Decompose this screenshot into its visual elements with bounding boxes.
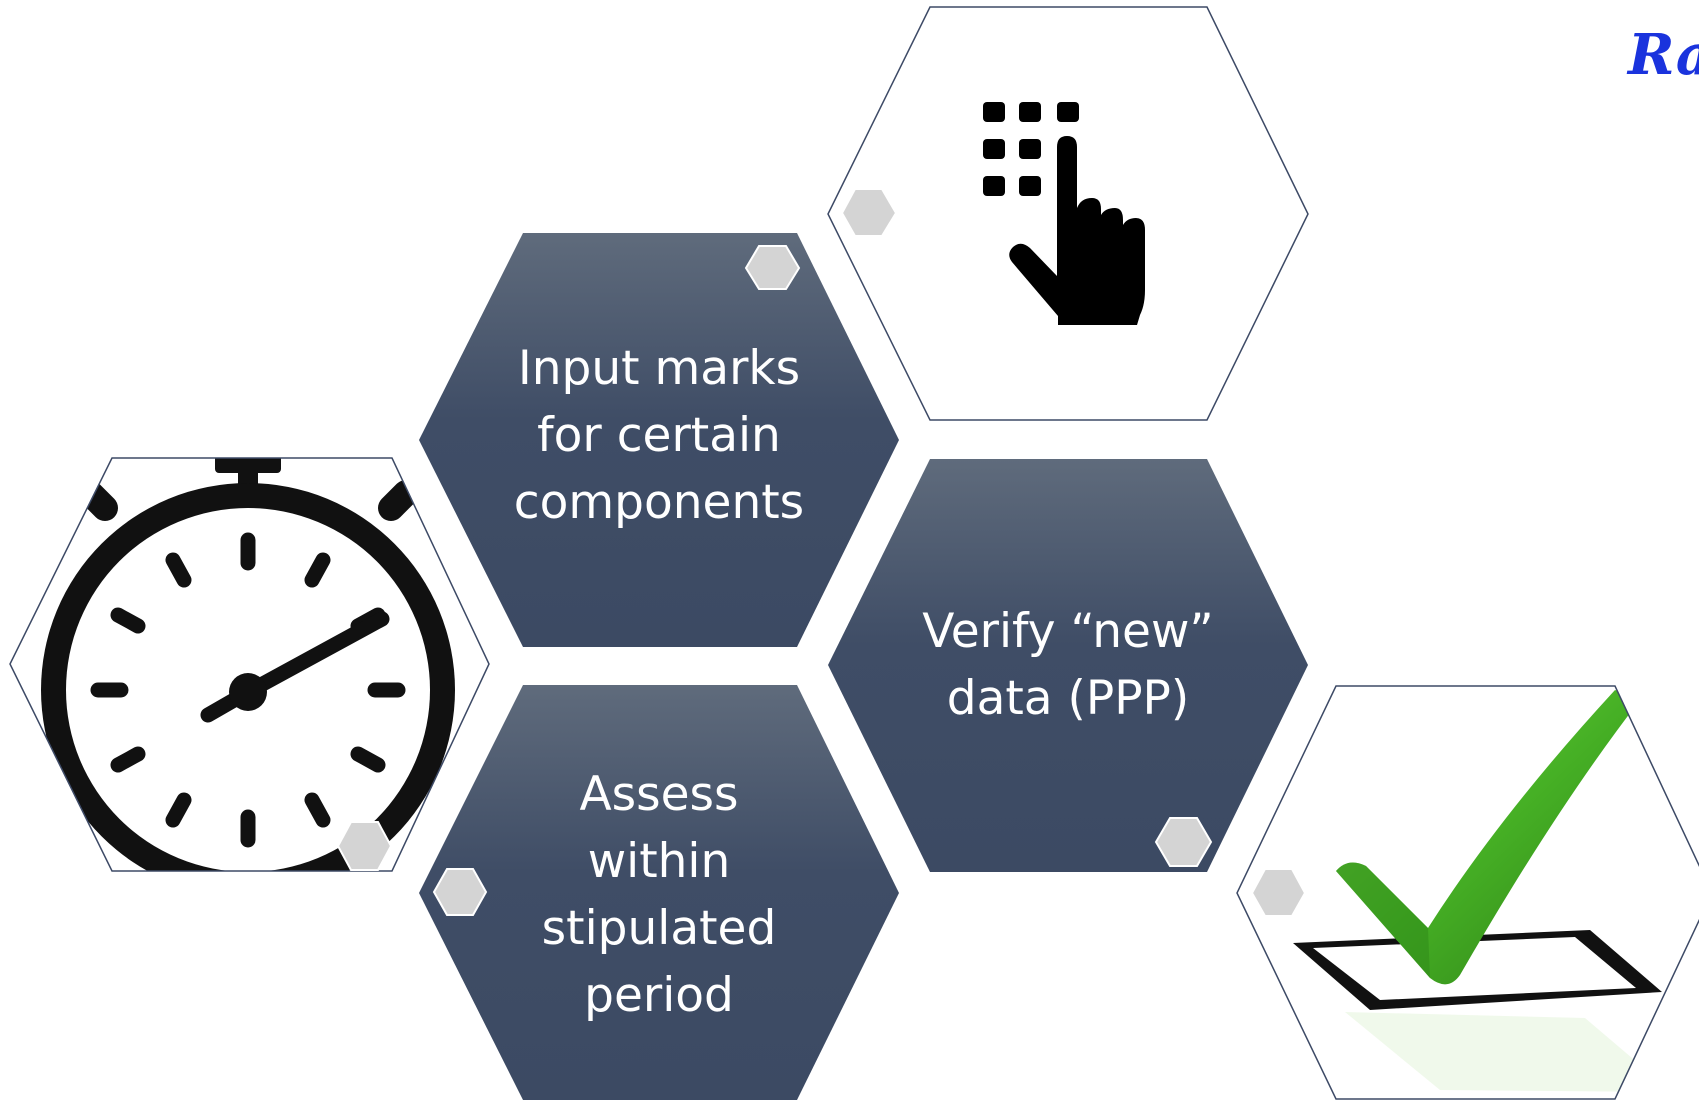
stopwatch-icon bbox=[41, 458, 455, 871]
hexagon-assess-period bbox=[419, 685, 899, 1100]
hexagon-checkmark-frame bbox=[1236, 685, 1699, 1100]
connector-hexagon bbox=[1154, 817, 1213, 867]
connector-hexagon bbox=[1250, 868, 1307, 917]
connector-hexagon bbox=[840, 188, 898, 237]
hexagon-input-marks bbox=[419, 233, 899, 647]
keypad-touch-icon bbox=[983, 102, 1145, 325]
checkmark-box-icon bbox=[1293, 690, 1672, 1092]
connector-hexagon bbox=[744, 245, 801, 290]
connector-hexagon bbox=[336, 821, 393, 871]
corner-title-fragment: Ra bbox=[1628, 22, 1699, 88]
step-label-verify-data: Verify “new” data (PPP) bbox=[922, 604, 1214, 726]
hexagon-stopwatch-frame bbox=[9, 457, 490, 872]
connector-hexagons bbox=[336, 188, 1307, 917]
hexagon-verify-data bbox=[828, 459, 1308, 872]
step-label-input-marks: Input marks for certain components bbox=[513, 340, 805, 530]
step-label-assess-period: Assess within stipulated period bbox=[541, 767, 777, 1023]
connector-hexagon bbox=[432, 868, 488, 916]
